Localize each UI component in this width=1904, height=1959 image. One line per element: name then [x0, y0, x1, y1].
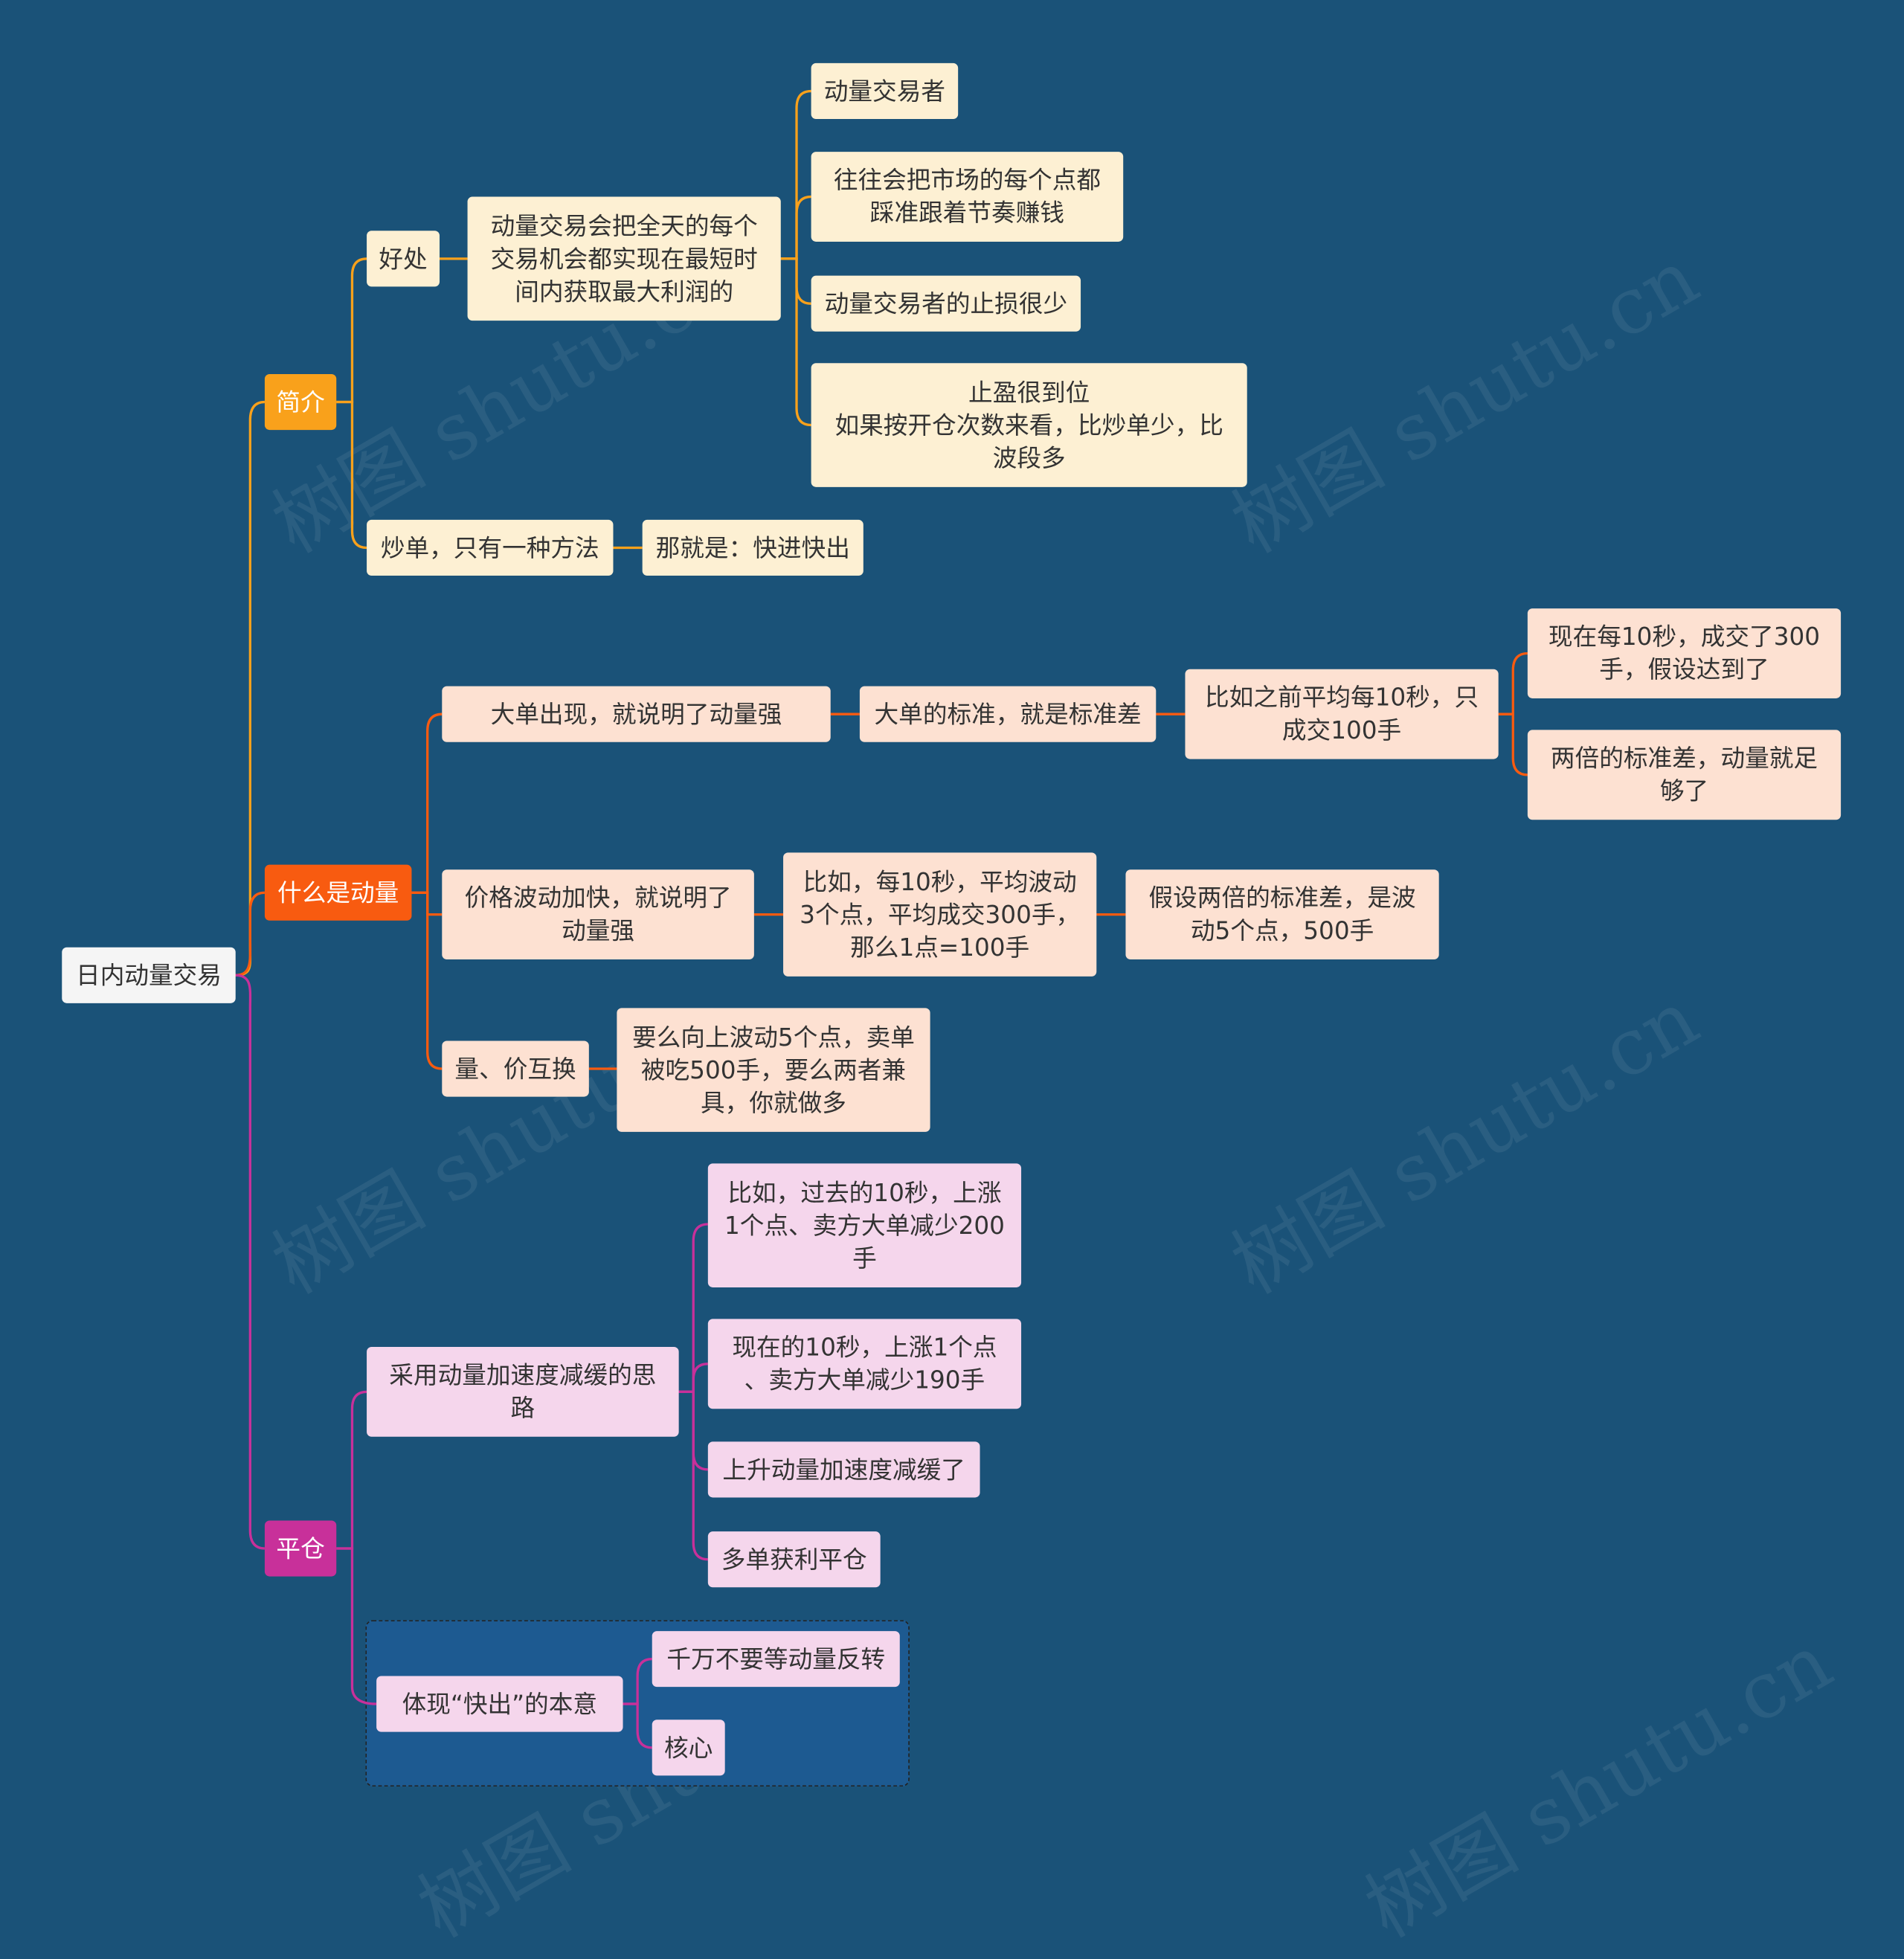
node-quick-exit-item-2[interactable]: 核心	[652, 1720, 725, 1776]
node-benefit[interactable]: 好处	[367, 231, 440, 287]
node-price[interactable]: 价格波动加快，就说明了 动量强	[442, 869, 754, 960]
node-benefit-detail[interactable]: 动量交易会把全天的每个 交易机会都实现在最短时 间内获取最大利润的	[467, 196, 781, 321]
node-scalp[interactable]: 炒单，只有一种方法	[367, 519, 614, 576]
node-big-order-item-1[interactable]: 现在每10秒，成交了300 手，假设达到了	[1527, 608, 1842, 698]
branch-momentum[interactable]: 什么是动量	[264, 864, 412, 921]
node-scalp-detail[interactable]: 那就是：快进快出	[642, 519, 863, 576]
node-decel-item-2[interactable]: 现在的10秒，上涨1个点 、卖方大单减少190手	[707, 1319, 1022, 1409]
node-quick-exit[interactable]: 体现“快出”的本意	[376, 1676, 623, 1732]
node-swap[interactable]: 量、价互换	[442, 1040, 589, 1097]
node-swap-detail[interactable]: 要么向上波动5个点，卖单 被吃500手，要么两者兼 具，你就做多	[617, 1008, 930, 1132]
connector-lines	[235, 89, 1528, 1749]
node-benefit-item-2[interactable]: 往往会把市场的每个点都 踩准跟着节奏赚钱	[811, 152, 1124, 242]
mind-map: 树图 shutu.cn 树图 shutu.cn 树图 shutu.cn 树图 s…	[62, 62, 1847, 1955]
node-decel-item-1[interactable]: 比如，过去的10秒，上涨 1个点、卖方大单减少200 手	[707, 1163, 1022, 1287]
node-benefit-item-4[interactable]: 止盈很到位 如果按开仓次数来看，比炒单少，比 波段多	[811, 363, 1247, 487]
node-quick-exit-item-1[interactable]: 千万不要等动量反转	[652, 1631, 900, 1688]
node-big-order-item-2[interactable]: 两倍的标准差，动量就足 够了	[1527, 730, 1842, 820]
node-price-example[interactable]: 比如，每10秒，平均波动 3个点，平均成交300手， 那么1点=100手	[783, 852, 1097, 977]
node-decel[interactable]: 采用动量加速度减缓的思 路	[367, 1346, 679, 1437]
node-benefit-item-1[interactable]: 动量交易者	[811, 62, 959, 120]
node-big-order-standard[interactable]: 大单的标准，就是标准差	[859, 686, 1157, 742]
root-node[interactable]: 日内动量交易	[62, 947, 236, 1003]
node-big-order[interactable]: 大单出现，就说明了动量强	[442, 686, 831, 742]
node-big-order-example[interactable]: 比如之前平均每10秒，只 成交100手	[1185, 669, 1499, 759]
branch-intro[interactable]: 简介	[264, 373, 337, 431]
node-decel-item-4[interactable]: 多单获利平仓	[707, 1531, 881, 1588]
node-decel-item-3[interactable]: 上升动量加速度减缓了	[707, 1441, 980, 1498]
node-benefit-item-3[interactable]: 动量交易者的止损很少	[811, 275, 1081, 332]
branch-close[interactable]: 平仓	[264, 1520, 337, 1577]
node-price-detail[interactable]: 假设两倍的标准差，是波 动5个点，500手	[1125, 869, 1439, 960]
